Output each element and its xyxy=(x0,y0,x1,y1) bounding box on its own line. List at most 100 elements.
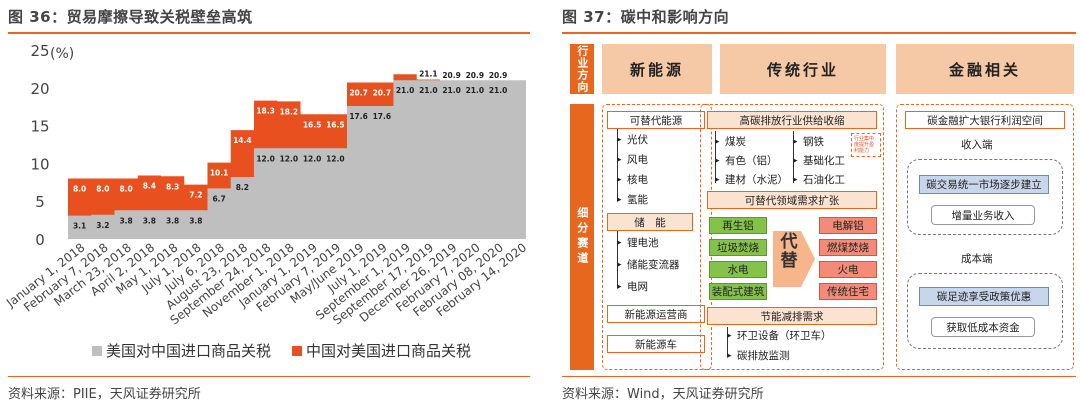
data-label-cn: 21.1 xyxy=(419,69,438,78)
panel-finance: 碳金融扩大银行利润空间 收入端 碳交易统一市场逐步建立 增量业务收入 成本端 碳… xyxy=(896,104,1074,370)
alt-energy-box: 可替代能源 xyxy=(607,111,705,129)
series-area-us xyxy=(68,80,526,239)
shrink-item: 建材（水泥） xyxy=(725,174,788,186)
storage-item: 锂电池 xyxy=(627,237,659,249)
operator-box: 新能源运营商 xyxy=(607,305,705,323)
figure-36-title: 图 36：贸易摩擦导致关税壁垒高筑 xyxy=(8,8,253,26)
data-label-us: 21.0 xyxy=(466,86,485,95)
data-label-us: 3.2 xyxy=(96,221,109,230)
replace-label: 代替 xyxy=(780,232,798,271)
cost-panel xyxy=(907,273,1063,349)
red-item: 电解铝 xyxy=(819,217,877,234)
carbon-neutral-diagram: 行业方向 细分赛道 新能源 传统行业 金融相关 可替代能源 ▸光伏 ▸风电 ▸核… xyxy=(562,38,1076,372)
shrink-item: 石油化工 xyxy=(803,174,845,186)
data-label-us: 3.8 xyxy=(119,216,132,225)
data-label-cn: 20.7 xyxy=(349,89,368,98)
y-tick-label: 25 xyxy=(30,42,49,60)
cost-title: 成本端 xyxy=(961,253,993,265)
saving-item: 环卫设备（环卫车） xyxy=(737,330,832,342)
data-label-us: 12.0 xyxy=(256,154,275,163)
ev-box: 新能源车 xyxy=(607,335,705,353)
storage-item: 储能变流器 xyxy=(627,259,680,271)
figure-37-title: 图 37：碳中和影响方向 xyxy=(562,8,730,26)
saving-item: 碳排放监测 xyxy=(737,350,790,362)
y-tick-label: 20 xyxy=(30,80,49,98)
data-label-us: 3.8 xyxy=(143,216,156,225)
cost-item: 获取低成本资金 xyxy=(931,317,1035,337)
data-label-us: 17.6 xyxy=(349,112,368,121)
data-label-us: 21.0 xyxy=(489,86,508,95)
red-item: 火电 xyxy=(819,261,877,278)
data-label-us: 21.0 xyxy=(442,86,461,95)
source-rule-right xyxy=(562,376,1076,377)
panel-new-energy: 可替代能源 ▸光伏 ▸风电 ▸核电 ▸氢能 储 能 ▸锂电池 ▸储能变流器 ▸电… xyxy=(602,104,712,370)
legend-swatch-cn xyxy=(292,346,302,356)
data-label-cn: 18.2 xyxy=(280,107,299,116)
data-label-cn: 16.5 xyxy=(326,120,345,129)
y-tick-label: 10 xyxy=(30,155,49,173)
figure-36-source: 资料来源：PIIE，天风证券研究所 xyxy=(8,387,201,402)
green-item: 垃圾焚烧 xyxy=(709,239,767,256)
bank-profit-box: 碳金融扩大银行利润空间 xyxy=(905,111,1065,129)
data-label-us: 6.7 xyxy=(212,194,225,203)
shrink-item: 基础化工 xyxy=(803,155,845,167)
replace-arrow xyxy=(773,231,815,287)
data-label-us: 21.0 xyxy=(419,86,438,95)
shrink-item: 煤炭 xyxy=(725,136,746,148)
data-label-cn: 8.0 xyxy=(73,185,86,194)
data-label-cn: 8.0 xyxy=(119,185,132,194)
data-label-us: 3.8 xyxy=(189,216,202,225)
figure-37-source: 资料来源：Wind，天风证券研究所 xyxy=(562,387,764,402)
alt-item: 氢能 xyxy=(627,194,648,206)
shrink-item: 钢铁 xyxy=(803,136,824,148)
energy-saving-box: 节能减排需求 xyxy=(707,307,877,325)
data-label-cn: 8.3 xyxy=(166,182,179,191)
data-label-cn: 18.3 xyxy=(256,107,275,116)
income-panel xyxy=(907,159,1063,235)
cost-item: 碳足迹享受政策优惠 xyxy=(919,287,1049,306)
y-tick-label: 15 xyxy=(30,118,49,136)
data-label-cn: 14.4 xyxy=(233,136,252,145)
storage-item: 电网 xyxy=(627,281,648,293)
green-item: 装配式建筑 xyxy=(709,283,767,300)
source-rule-left xyxy=(8,376,530,377)
y-tick-label: 5 xyxy=(35,193,45,211)
data-label-cn: 8.0 xyxy=(96,185,109,194)
legend-label-us: 美国对中国进口商品关税 xyxy=(106,342,271,360)
green-item: 再生铝 xyxy=(709,217,767,234)
data-label-us: 21.0 xyxy=(396,86,415,95)
data-label-cn: 8.4 xyxy=(143,181,156,190)
col-header-finance: 金融相关 xyxy=(896,44,1074,94)
data-label-cn: 16.5 xyxy=(303,120,322,129)
data-label-cn: 7.2 xyxy=(189,191,202,200)
red-item: 燃煤焚烧 xyxy=(819,239,877,256)
data-label-us: 12.0 xyxy=(280,154,299,163)
legend-label-cn: 中国对美国进口商品关税 xyxy=(306,342,471,360)
data-label-us: 3.8 xyxy=(166,216,179,225)
supply-shrink-box: 高碳排放行业供给收缩 xyxy=(707,111,877,129)
data-label-us: 12.0 xyxy=(303,154,322,163)
row-label-segments: 细分赛道 xyxy=(570,104,594,370)
data-label-us: 3.1 xyxy=(73,222,86,231)
storage-box: 储 能 xyxy=(607,213,693,231)
shrink-item: 有色（铝） xyxy=(725,155,778,167)
income-item: 增量业务收入 xyxy=(931,205,1035,225)
alt-item: 光伏 xyxy=(627,134,648,146)
col-header-new-energy: 新能源 xyxy=(602,44,712,94)
row-label-direction: 行业方向 xyxy=(570,44,594,94)
data-label-cn: 20.9 xyxy=(489,71,508,80)
y-unit-label: (%) xyxy=(50,46,74,62)
income-item: 碳交易统一市场逐步建立 xyxy=(919,175,1049,194)
demand-expand-box: 可替代领域需求扩张 xyxy=(707,191,877,209)
alt-item: 核电 xyxy=(627,174,648,186)
panel-traditional: 高碳排放行业供给收缩 ▸煤炭 ▸有色（铝） ▸建材（水泥） ▸钢铁 ▸基础化工 … xyxy=(700,104,884,370)
income-title: 收入端 xyxy=(961,139,993,151)
data-label-cn: 20.9 xyxy=(442,71,461,80)
data-label-cn: 20.9 xyxy=(466,71,485,80)
title-rule-right xyxy=(562,32,1076,34)
col-header-traditional: 传统行业 xyxy=(720,44,886,94)
data-label-cn: 20.7 xyxy=(373,89,392,98)
data-label-us: 17.6 xyxy=(373,112,392,121)
title-rule-left xyxy=(8,32,530,34)
